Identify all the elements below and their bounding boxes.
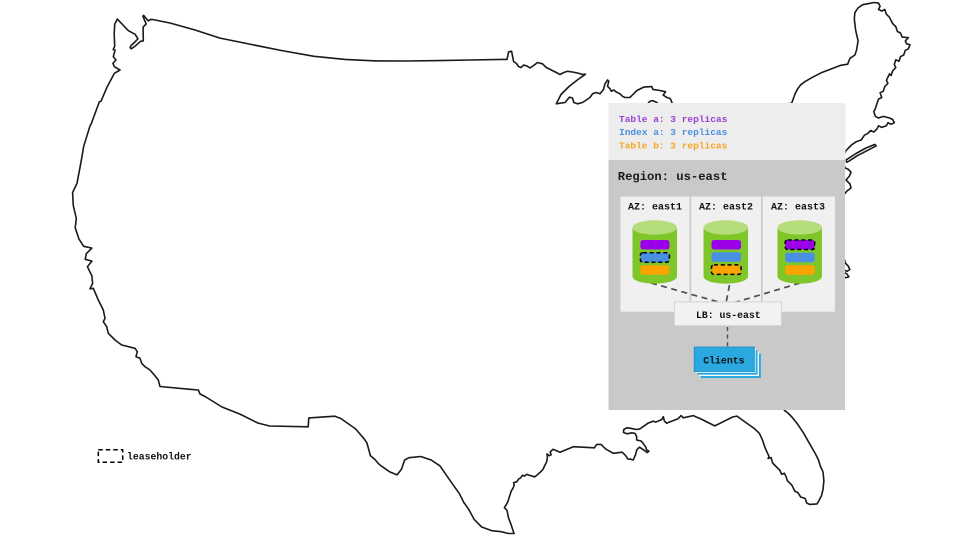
svg-text:Table a: 3 replicas: Table a: 3 replicas [619,114,728,125]
svg-text:LB: us-east: LB: us-east [696,310,761,321]
svg-text:Region: us-east: Region: us-east [618,170,728,184]
svg-text:AZ: east3: AZ: east3 [771,203,825,214]
svg-text:leaseholder: leaseholder [127,452,192,463]
svg-text:AZ: east1: AZ: east1 [628,203,682,214]
svg-text:Clients: Clients [703,355,744,366]
svg-text:AZ: east2: AZ: east2 [699,203,753,214]
svg-text:Table b: 3 replicas: Table b: 3 replicas [619,141,728,152]
svg-text:Index a: 3 replicas: Index a: 3 replicas [619,127,728,138]
